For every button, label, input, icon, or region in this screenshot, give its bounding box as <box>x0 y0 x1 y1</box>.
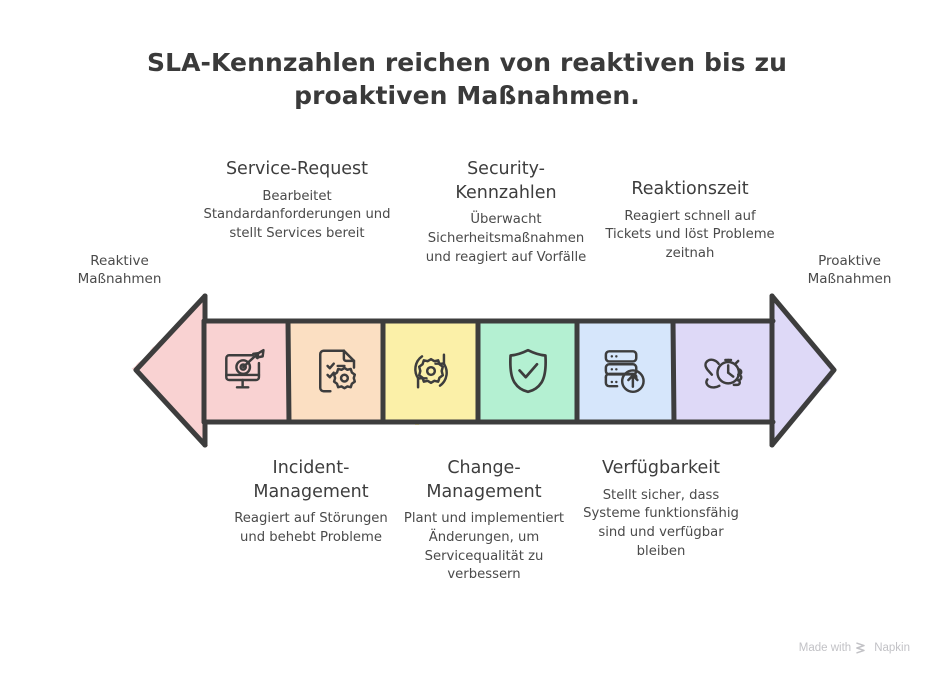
axis-label-reactive: Reaktive Maßnahmen <box>77 253 162 288</box>
axis-label-proactive: Proaktive Maßnahmen <box>807 253 892 288</box>
napkin-logo-icon <box>856 642 865 654</box>
shield-check-icon <box>501 344 555 398</box>
callout-title: Incident-Management <box>253 458 369 502</box>
callout-desc: Reagiert auf Störungen und behebt Proble… <box>234 511 388 545</box>
callout-desc: Überwacht Sicherheitsmaßnahmen und reagi… <box>425 212 587 265</box>
callout-title: Verfügbarkeit <box>602 458 720 478</box>
callout-desc: Bearbeitet Standardanforderungen und ste… <box>203 188 391 242</box>
arrow-outline <box>133 293 837 448</box>
callout-incident-management: Incident-Management Reagiert auf Störung… <box>222 457 400 548</box>
callout-reaktionszeit: Reaktionszeit Reagiert schnell auf Ticke… <box>600 178 780 264</box>
page-title: SLA-Kennzahlen reichen von reaktiven bis… <box>146 48 788 110</box>
document-checklist-gear-icon <box>309 344 363 398</box>
watermark-brand: Napkin <box>874 642 910 654</box>
callout-title: Service-Request <box>225 159 369 179</box>
callout-desc: Stellt sicher, dass Systeme funktionsfäh… <box>583 487 739 559</box>
callout-change-management: Change-Management Plant und implementier… <box>398 457 570 585</box>
server-upload-icon <box>598 344 652 398</box>
callout-desc: Plant und implementiert Änderungen, um S… <box>403 511 565 583</box>
napkin-watermark: Made with Napkin <box>799 642 910 654</box>
callout-title: Security-Kennzahlen <box>455 159 557 203</box>
callout-title: Reaktionszeit <box>631 179 749 199</box>
box-fill-layer <box>138 300 832 440</box>
hand-stopwatch-icon <box>695 344 749 398</box>
monitor-target-icon <box>219 344 273 398</box>
callout-security-kennzahlen: Security-Kennzahlen Überwacht Sicherheit… <box>418 158 594 267</box>
watermark-prefix: Made with <box>798 642 852 654</box>
callout-desc: Reagiert schnell auf Tickets und löst Pr… <box>605 208 775 262</box>
gear-refresh-icon <box>404 344 458 398</box>
callout-verfuegbarkeit: Verfügbarkeit Stellt sicher, dass System… <box>572 457 750 562</box>
callout-title: Change-Management <box>426 458 542 502</box>
callout-service-request: Service-Request Bearbeitet Standardanfor… <box>200 158 394 244</box>
